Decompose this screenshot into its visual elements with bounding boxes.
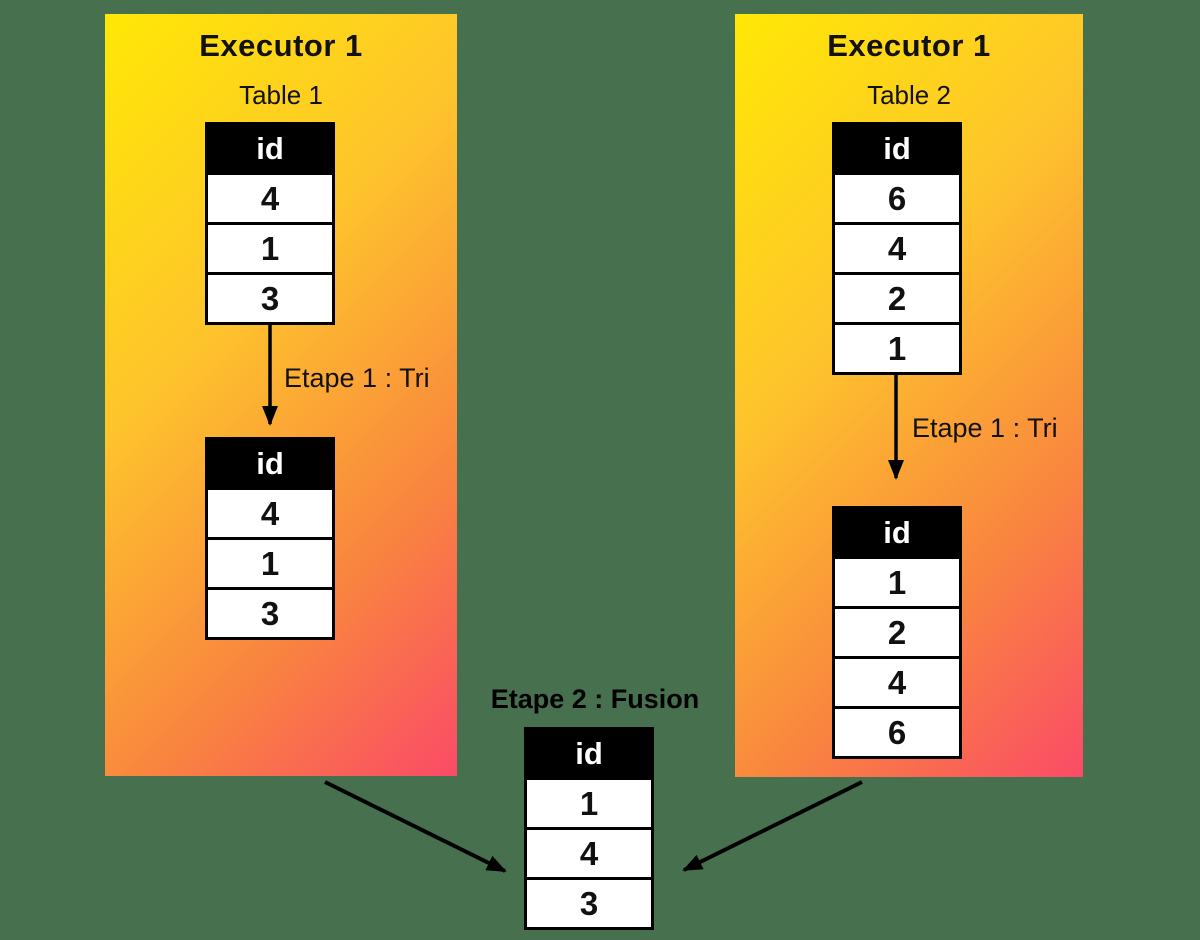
executor-title-right: Executor 1 [827,28,991,63]
table-cell: 6 [835,706,959,756]
table-cell: 2 [835,272,959,322]
table-label-left: Table 1 [239,80,323,110]
table-left-sorted: id 4 1 3 [205,437,335,640]
table-cell: 4 [208,172,332,222]
table-label-right: Table 2 [867,80,951,110]
step1-label-left: Etape 1 : Tri [284,363,430,393]
table-merge: id 1 4 3 [524,727,654,930]
table-cell: 3 [208,272,332,322]
table-cell: 3 [208,587,332,637]
step2-label-merge: Etape 2 : Fusion [490,684,700,714]
table-cell: 1 [208,537,332,587]
table-cell: 4 [208,487,332,537]
table-header-cell: id [527,730,651,777]
table-cell: 3 [527,877,651,927]
table-left-input: id 4 1 3 [205,122,335,325]
table-cell: 1 [208,222,332,272]
table-header-cell: id [835,509,959,556]
executor-title-left: Executor 1 [199,28,363,63]
table-cell: 1 [835,556,959,606]
table-right-input: id 6 4 2 1 [832,122,962,375]
merge-arrow-from-right [682,780,863,872]
table-cell: 6 [835,172,959,222]
table-cell: 4 [527,827,651,877]
table-header-cell: id [835,125,959,172]
table-cell: 4 [835,222,959,272]
table-cell: 1 [835,322,959,372]
table-cell: 4 [835,656,959,706]
table-header-cell: id [208,440,332,487]
table-cell: 2 [835,606,959,656]
table-cell: 1 [527,777,651,827]
step1-label-right: Etape 1 : Tri [912,413,1058,443]
table-right-sorted: id 1 2 4 6 [832,506,962,759]
table-header-cell: id [208,125,332,172]
merge-arrow-from-left [324,780,507,873]
